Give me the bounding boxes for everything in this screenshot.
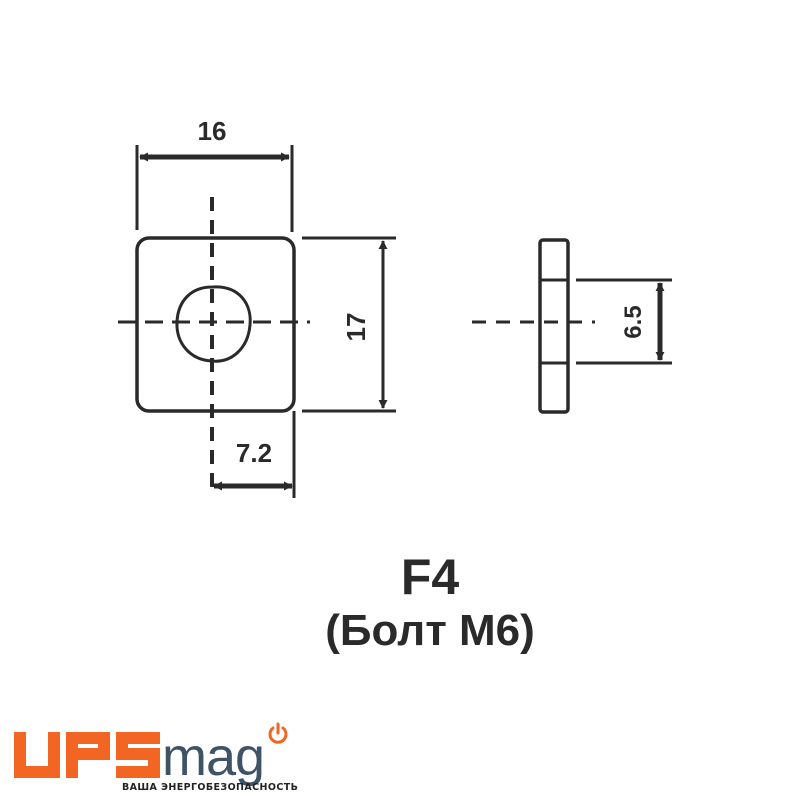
terminal-bolt-subtitle: (Болт M6) <box>325 606 535 655</box>
front-view <box>118 145 396 498</box>
brand-suffix: mag <box>162 727 265 787</box>
power-icon <box>268 722 288 744</box>
height-label: 17 <box>341 313 371 342</box>
terminal-side-outline <box>538 238 570 414</box>
brand-tagline: ВАША ЭНЕРГОБЕЗОПАСНОСТЬ <box>122 782 299 793</box>
terminal-type-title: F4 <box>400 549 460 605</box>
offset-label: 7.2 <box>236 438 272 468</box>
terminal-plate-outline <box>135 236 296 413</box>
gap-label: 6.5 <box>620 305 647 338</box>
upsmag-logo[interactable]: mag ВАША ЭНЕРГОБЕЗОПАСНОСТЬ <box>12 722 312 793</box>
side-view <box>472 238 672 414</box>
width-label: 16 <box>198 116 227 146</box>
ups-wordmark <box>14 732 160 778</box>
